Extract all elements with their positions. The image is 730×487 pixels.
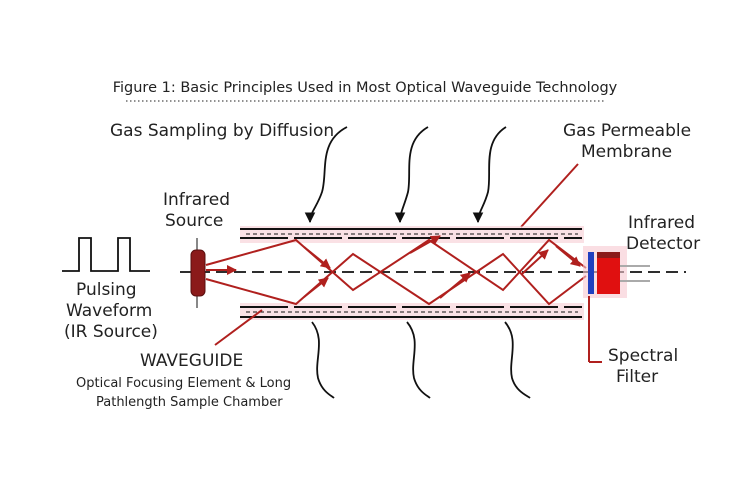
waveguide-pointer [214,309,263,346]
beam-arrow-2 [303,246,331,269]
waveguide-desc-line2: Pathlength Sample Chamber [96,395,283,410]
pulse-label-line1: Pulsing [76,280,137,300]
detector-body [597,252,620,294]
pulse-label-line3: (IR Source) [64,322,158,342]
gas-arrow-top-1 [304,126,348,224]
waveguide-desc-line1: Optical Focusing Element & Long [76,376,291,391]
membrane-pointer [520,163,579,228]
gas-curve-bottom-3 [504,321,531,399]
source-label-line2: Source [165,211,223,231]
detector-label-line2: Detector [626,234,700,254]
source-label-line1: Infrared [163,190,230,210]
gas-curve-bottom-1 [311,321,335,399]
membrane-label-line2: Membrane [581,142,672,162]
filter-label-line1: Spectral [608,346,678,366]
gas-sampling-label: Gas Sampling by Diffusion [110,121,334,141]
spectral-filter [588,252,594,294]
detector-label-line1: Infrared [628,213,695,233]
beam-path-a [205,238,587,292]
detector-top-accent [597,252,620,258]
waveguide-label: WAVEGUIDE [140,351,243,371]
pulse-label-line2: Waveform [66,301,152,321]
gas-arrow-top-3 [472,126,507,224]
beam-arrow-4 [409,235,441,254]
pulse-waveform [62,237,150,272]
figure-title: Figure 1: Basic Principles Used in Most … [113,80,618,96]
beam-arrow-5 [439,272,471,299]
gas-curve-bottom-2 [406,321,431,399]
membrane-label-line1: Gas Permeable [563,121,691,141]
beam-arrow-3 [303,277,329,298]
beam-path-b [205,252,587,306]
beam-arrow-7 [555,245,581,267]
gas-arrow-top-2 [394,126,429,224]
beam-arrow-6 [521,249,549,275]
ir-beam-paths [205,235,587,306]
filter-label-line2: Filter [616,367,658,387]
source-element [190,249,206,297]
